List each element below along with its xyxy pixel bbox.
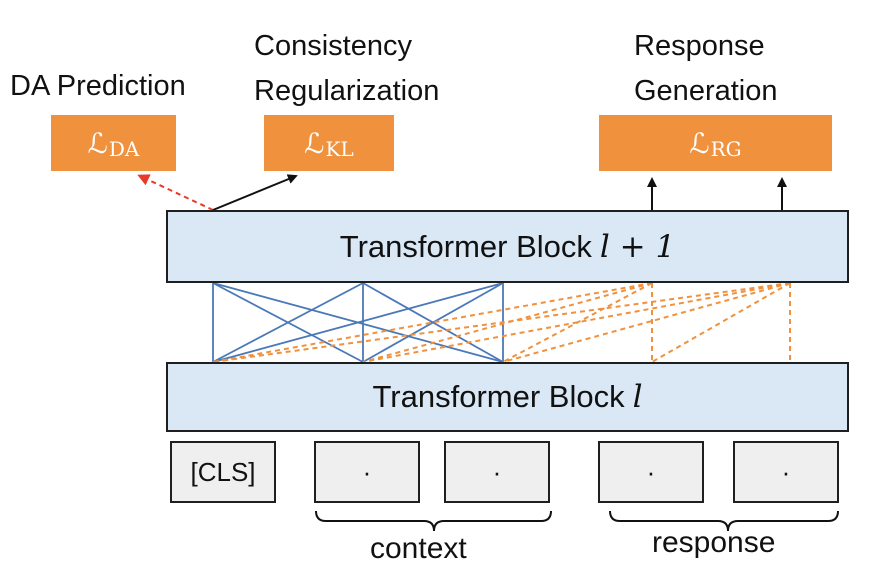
transformer-block-upper-index: l + 1: [599, 228, 676, 265]
response-brace: [609, 510, 839, 532]
transformer-block-upper-text: Transformer Block: [339, 228, 592, 264]
loss-da-subscript: DA: [108, 137, 140, 161]
transformer-block-lower-index: l: [632, 379, 643, 415]
context-group-label: context: [370, 532, 467, 565]
da-prediction-label: DA Prediction: [10, 70, 186, 102]
token-context-2: ·: [444, 441, 550, 503]
token-response-2: ·: [733, 441, 839, 503]
loss-rg-subscript: RG: [710, 137, 742, 161]
response-group-label: response: [652, 526, 776, 559]
context-brace: [315, 510, 552, 532]
loss-kl-symbol: ℒ: [304, 126, 325, 160]
context-attention-lines: [212, 282, 504, 363]
token-context-1: ·: [314, 441, 420, 503]
token-response-1: ·: [598, 441, 704, 503]
response-attention-lines: [212, 282, 791, 363]
consistency-label-line1: Consistency: [254, 30, 412, 62]
response-generation-label-line2: Generation: [634, 75, 778, 107]
consistency-label-line2: Regularization: [254, 75, 440, 107]
loss-da-symbol: ℒ: [87, 126, 108, 160]
token-cls: [CLS]: [170, 441, 276, 503]
transformer-block-lower-text: Transformer Block: [372, 379, 625, 414]
response-generation-label-line1: Response: [634, 30, 765, 62]
kl-arrow: [212, 174, 298, 211]
da-prediction-arrow: [137, 174, 214, 211]
loss-kl-subscript: KL: [325, 137, 354, 161]
loss-rg-symbol: ℒ: [689, 126, 710, 160]
